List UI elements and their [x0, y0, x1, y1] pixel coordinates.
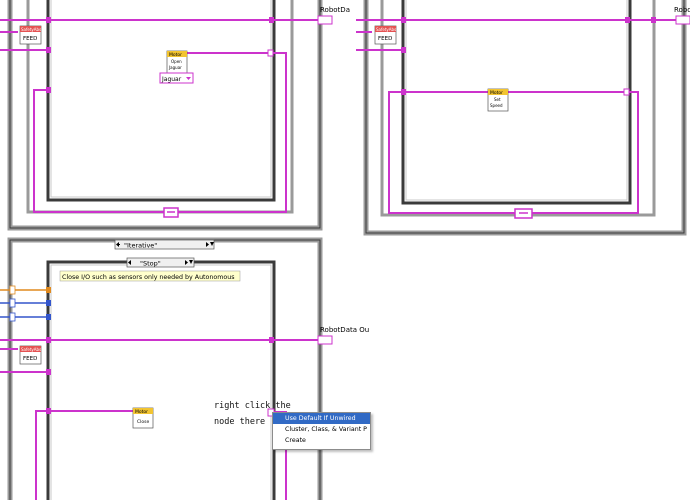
inner-case-frame[interactable]: [401, 0, 632, 205]
robotdata-indicator[interactable]: [675, 15, 690, 25]
case-frame: [26, 0, 294, 214]
jaguar-ring-constant[interactable]: Jaguar: [159, 72, 194, 84]
chevron-down-icon[interactable]: [210, 242, 214, 246]
annotation-line1: right click the: [214, 401, 291, 411]
chevron-down-icon[interactable]: [189, 260, 193, 264]
motor-setspeed-line2: Speed: [490, 103, 503, 108]
top-right-panel: Robo SafetyAbs FEED Motor Set Speed: [356, 0, 690, 236]
output-tunnel[interactable]: [267, 49, 274, 57]
robotdata-label: RobotData Ou: [320, 326, 369, 334]
output-tunnel[interactable]: [623, 88, 630, 96]
context-menu: Use Default If Unwired Cluster, Class, &…: [272, 412, 371, 450]
motor-close-node[interactable]: Motor Close: [132, 407, 154, 429]
menu-item-create[interactable]: Create: [285, 437, 306, 444]
case-selector-iterative[interactable]: "Iterative": [114, 239, 215, 250]
motor-open-node[interactable]: Motor Open Jaguar: [166, 50, 188, 74]
wires: [356, 19, 690, 214]
motor-setspeed-line1: Set: [494, 97, 501, 102]
motor-setspeed-node[interactable]: Motor Set Speed: [487, 88, 509, 112]
inner-case-frame[interactable]: [46, 260, 276, 500]
chevron-right-icon[interactable]: [185, 260, 188, 265]
robotdata-label: Robo: [674, 6, 690, 14]
robotdata-label: RobotDa: [320, 6, 350, 14]
chevron-left-icon[interactable]: [128, 260, 131, 265]
menu-item-use-default-if-unwired[interactable]: Use Default If Unwired: [273, 413, 370, 424]
wires: [0, 289, 48, 318]
case-frame: [380, 0, 656, 217]
feed-header: SafetyAbs: [21, 347, 41, 352]
feed-label: FEED: [378, 36, 392, 42]
robotdata-indicator[interactable]: [317, 15, 333, 25]
feed-node[interactable]: SafetyAbs FEED: [19, 25, 42, 45]
chevron-right-icon[interactable]: [206, 242, 209, 247]
feed-label: FEED: [23, 356, 37, 362]
motor-open-header: Motor: [169, 52, 182, 58]
feed-node[interactable]: SafetyAbs FEED: [374, 25, 397, 45]
outer-loop-frame: [363, 0, 687, 236]
case-selector-label: "Stop": [140, 260, 161, 268]
refnum-icon: [9, 312, 16, 322]
robotdata-indicator[interactable]: [317, 335, 333, 345]
feed-node[interactable]: SafetyAbs FEED: [19, 345, 42, 365]
motor-setspeed-header: Motor: [490, 90, 503, 96]
chevron-left-icon[interactable]: [116, 242, 119, 247]
bottom-panel: "Iterative" "Stop" Close I/O such as sen…: [0, 237, 369, 500]
comment-text: Close I/O such as sensors only needed by…: [62, 274, 235, 281]
case-selector-label: "Iterative": [124, 242, 157, 250]
motor-close-line1: Close: [137, 419, 149, 425]
feed-label: FEED: [23, 36, 37, 42]
menu-item-cluster-class-variant[interactable]: Cluster, Class, & Variant P: [285, 426, 367, 433]
tunnels: [401, 17, 656, 95]
tunnels: [46, 17, 274, 93]
annotation-line2: node there: [214, 417, 265, 427]
comment-box[interactable]: Close I/O such as sensors only needed by…: [59, 270, 241, 282]
chevron-down-icon[interactable]: [186, 77, 191, 80]
motor-open-line1: Open: [171, 59, 182, 64]
motor-close-header: Motor: [135, 409, 148, 415]
feed-header: SafetyAbs: [21, 27, 41, 32]
wires: [0, 19, 318, 213]
tunnels: [46, 287, 274, 414]
refnum-icon: [9, 298, 16, 308]
refnum-icon: [9, 285, 16, 295]
jaguar-ring-value: Jaguar: [161, 76, 182, 83]
top-left-panel: RobotDa SafetyAbs FEED Motor Open Jaguar…: [0, 0, 350, 231]
motor-open-line2: Jaguar: [168, 65, 182, 70]
case-selector-stop[interactable]: "Stop": [126, 257, 195, 268]
inner-case-frame[interactable]: [46, 0, 276, 202]
feed-header: SafetyAbs: [376, 27, 396, 32]
